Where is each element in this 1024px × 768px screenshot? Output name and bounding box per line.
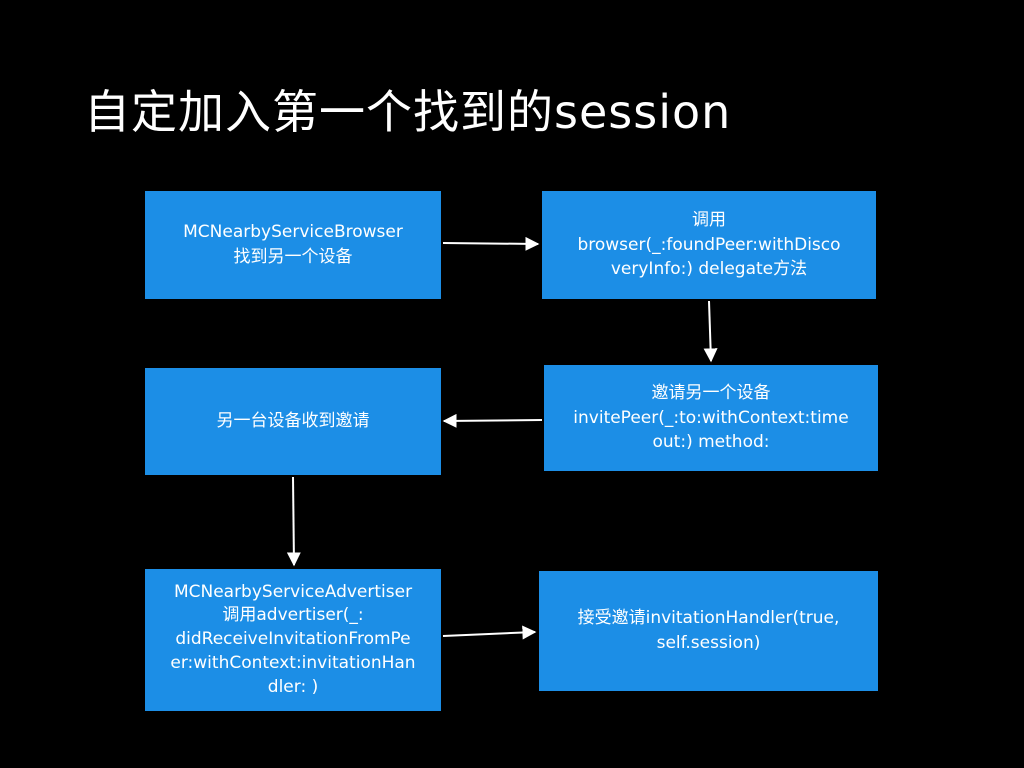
invite-peer-box-line: 邀请另一个设备 xyxy=(651,383,771,404)
accept-invitation-box-line: 接受邀请invitationHandler(true, xyxy=(577,608,840,629)
advertiser-box-line: didReceiveInvitationFromPe xyxy=(175,629,411,650)
browser-box: MCNearbyServiceBrowser 找到另一个设备 xyxy=(145,191,441,299)
advertiser-box-line: MCNearbyServiceAdvertiser xyxy=(173,581,413,602)
delegate-call-box-line: 调用 xyxy=(692,210,726,231)
advertiser-box: MCNearbyServiceAdvertiser 调用advertiser(_… xyxy=(145,569,441,711)
receive-invitation-box: 另一台设备收到邀请 xyxy=(145,368,441,475)
arrow-browser-to-delegate xyxy=(442,236,540,251)
delegate-call-box-line: veryInfo:) delegate方法 xyxy=(610,259,808,280)
accept-invitation-box: 接受邀请invitationHandler(true, self.session… xyxy=(539,571,878,691)
accept-invitation-box-line: self.session) xyxy=(656,633,761,653)
arrow-receive-to-advertiser xyxy=(286,476,301,567)
browser-box-line: MCNearbyServiceBrowser xyxy=(183,222,403,243)
advertiser-box-line: dler: ) xyxy=(267,676,319,697)
arrow-delegate-to-invite xyxy=(703,300,718,363)
arrow-invite-to-receive xyxy=(442,413,543,428)
invite-peer-box: 邀请另一个设备 invitePeer(_:to:withContext:time… xyxy=(544,365,878,471)
invite-peer-box-line: invitePeer(_:to:withContext:time xyxy=(573,407,849,428)
advertiser-box-line: 调用advertiser(_: xyxy=(222,605,364,626)
browser-box-line: 找到另一个设备 xyxy=(233,247,353,267)
delegate-call-box-line: browser(_:foundPeer:withDisco xyxy=(577,234,841,255)
arrow-advertiser-to-accept xyxy=(442,625,537,640)
receive-invitation-box-line: 另一台设备收到邀请 xyxy=(216,411,370,432)
advertiser-box-line: er:withContext:invitationHan xyxy=(170,652,416,673)
delegate-call-box: 调用 browser(_:foundPeer:withDisco veryInf… xyxy=(542,191,876,299)
slide-title: 自定加入第一个找到的session xyxy=(84,85,732,139)
invite-peer-box-line: out:) method: xyxy=(652,432,770,453)
